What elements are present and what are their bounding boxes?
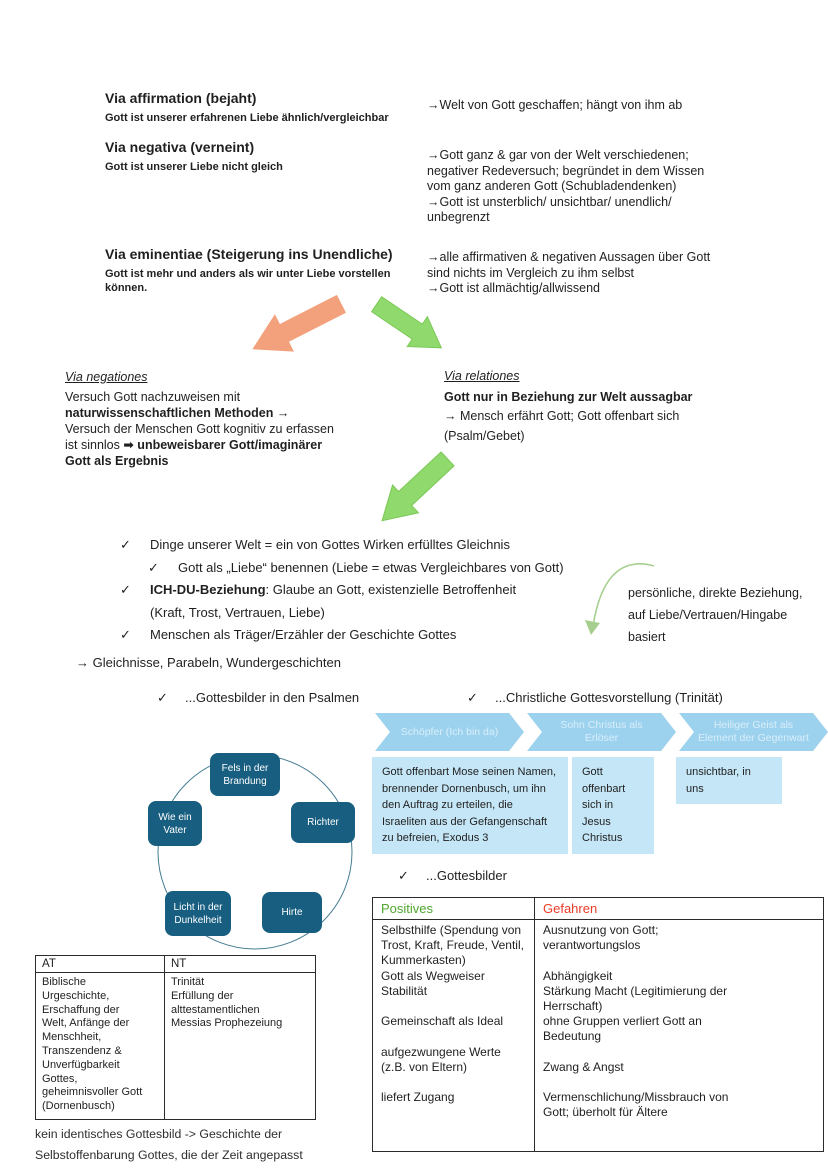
nt-cell: Trinität Erfüllung der alttestamentliche… — [164, 973, 315, 1119]
positives-cell: Selbsthilfe (Spendung von Trost, Kraft, … — [381, 923, 524, 1105]
psalmen-heading: ✓ ...Gottesbilder in den Psalmen — [157, 690, 359, 706]
via-affirmation-result: →Welt von Gott geschaffen; hängt von ihm… — [427, 98, 683, 112]
via-affirmation-block: Via affirmation (bejaht) Gott ist unsere… — [105, 90, 465, 125]
via-negativa-title: Via negativa (verneint) — [105, 139, 255, 155]
via-relationes-line3: (Psalm/Gebet) — [444, 428, 525, 443]
via-negationes-line4-bold: ➡ unbeweisbarer Gott/imaginärer — [123, 438, 323, 452]
circle-node-hirte: Hirte — [262, 892, 322, 933]
at-cell: Biblische Urgeschichte, Erschaffung der … — [42, 976, 143, 1113]
check-icon: ✓ — [120, 582, 131, 597]
list-item-text: Menschen als Träger/Erzähler der Geschic… — [150, 627, 457, 642]
via-negationes-line5: Gott als Ergebnis — [65, 454, 169, 468]
nt-header: NT — [164, 956, 315, 972]
check-icon: ✓ — [398, 868, 409, 883]
gleichnisse-line: → Gleichnisse, Parabeln, Wundergeschicht… — [76, 655, 341, 670]
positives-header: Positives — [381, 901, 434, 916]
via-eminentiae-subtitle: Gott ist mehr und anders als wir unter L… — [105, 268, 391, 294]
chevron-sohn-christus: Sohn Christus als Erlöser — [527, 713, 676, 751]
via-negativa-block: Via negativa (verneint) Gott ist unserer… — [105, 139, 465, 174]
list-item: ✓ Menschen als Träger/Erzähler der Gesch… — [120, 624, 665, 647]
circle-node-richter: Richter — [291, 802, 355, 843]
trinity-box-geist: unsichtbar, in uns — [676, 757, 782, 804]
at-nt-caption: kein identisches Gottesbild -> Geschicht… — [35, 1127, 303, 1162]
table-body-row: Selbsthilfe (Spendung von Trost, Kraft, … — [373, 920, 823, 1151]
gottesbilder-heading: ✓ ...Gottesbilder — [398, 868, 507, 884]
via-eminentiae-block: Via eminentiae (Steigerung ins Unendlich… — [105, 246, 475, 295]
trinity-box-schoepfer: Gott offenbart Mose seinen Namen, brenne… — [372, 757, 568, 854]
circle-node-fels: Fels in der Brandung — [210, 753, 280, 796]
check-icon: ✓ — [120, 627, 131, 642]
gefahren-header: Gefahren — [534, 898, 823, 919]
curved-arrow-icon — [585, 563, 655, 635]
gottesbilder-table: Positives Gefahren Selbsthilfe (Spendung… — [372, 897, 824, 1152]
via-negativa-subtitle: Gott ist unserer Liebe nicht gleich — [105, 161, 283, 173]
check-icon: ✓ — [120, 537, 131, 552]
via-negationes-block: Via negationes Versuch Gott nachzuweisen… — [65, 369, 405, 469]
list-item-text: Gott als „Liebe“ benennen (Liebe = etwas… — [178, 559, 564, 575]
down-right-arrow-icon — [370, 296, 443, 349]
list-item: ✓ ICH-DU-Beziehung: Glaube an Gott, exis… — [120, 579, 665, 624]
check-icon: ✓ — [157, 690, 168, 705]
via-relationes-line2: → Mensch erfährt Gott; Gott offenbart si… — [444, 409, 680, 423]
down-left-arrow-icon — [381, 451, 455, 522]
via-eminentiae-result: →alle affirmativen & negativen Aussagen … — [427, 250, 711, 295]
table-header-row: AT NT — [36, 956, 315, 973]
chevron-heiliger-geist: Heiliger Geist als Element der Gegenwart — [679, 713, 828, 751]
via-affirmation-title: Via affirmation (bejaht) — [105, 90, 257, 106]
via-affirmation-subtitle: Gott ist unserer erfahrenen Liebe ähnlic… — [105, 112, 389, 124]
via-relationes-line1: Gott nur in Beziehung zur Welt aussagbar — [444, 389, 693, 404]
via-relationes-block: Via relationes Gott nur in Beziehung zur… — [444, 367, 774, 446]
circle-node-vater: Wie ein Vater — [148, 801, 202, 846]
chevron-schoepfer: Schöpfer (Ich bin da) — [375, 713, 524, 751]
via-negationes-line3: Versuch der Menschen Gott kognitiv zu er… — [65, 422, 334, 436]
psalmen-heading-label: ...Gottesbilder in den Psalmen — [185, 690, 360, 705]
circle-node-licht: Licht in der Dunkelheit — [165, 891, 231, 936]
via-relationes-title: Via relationes — [444, 369, 520, 383]
list-item-rest: : Glaube an Gott, existenzielle Betroffe… — [150, 582, 517, 620]
list-item: ✓ Gott als „Liebe“ benennen (Liebe = etw… — [148, 557, 665, 580]
via-negationes-line4: ist sinnlos ➡ unbeweisbarer Gott/imaginä… — [65, 437, 405, 453]
side-note: persönliche, direkte Beziehung, auf Lieb… — [628, 586, 803, 644]
via-negationes-line2: naturwissenschaftlichen Methoden → — [65, 406, 290, 420]
table-body-row: Biblische Urgeschichte, Erschaffung der … — [36, 973, 315, 1119]
via-negationes-line4-normal: ist sinnlos — [65, 438, 124, 452]
at-nt-table: AT NT Biblische Urgeschichte, Erschaffun… — [35, 955, 316, 1120]
list-item: ✓ Dinge unserer Welt = ein von Gottes Wi… — [120, 534, 665, 557]
table-header-row: Positives Gefahren — [373, 898, 823, 920]
via-negationes-title: Via negationes — [65, 370, 148, 384]
via-negationes-line1: Versuch Gott nachzuweisen mit — [65, 390, 241, 404]
trinity-chevron-banner: Schöpfer (Ich bin da) Sohn Christus als … — [375, 713, 828, 751]
list-item-text: Dinge unserer Welt = ein von Gottes Wirk… — [150, 537, 510, 552]
faith-checklist: ✓ Dinge unserer Welt = ein von Gottes Wi… — [120, 534, 665, 647]
gottesbilder-heading-label: ...Gottesbilder — [426, 868, 507, 883]
down-left-arrow-icon — [252, 294, 346, 352]
list-item-bold: ICH-DU-Beziehung — [150, 582, 266, 597]
via-negativa-result: →Gott ganz & gar von der Welt verschiede… — [427, 148, 705, 224]
via-eminentiae-title: Via eminentiae (Steigerung ins Unendlich… — [105, 246, 393, 262]
trinitaet-heading: ✓ ...Christliche Gottesvorstellung (Trin… — [467, 690, 723, 706]
trinitaet-heading-label: ...Christliche Gottesvorstellung (Trinit… — [495, 690, 723, 705]
check-icon: ✓ — [148, 559, 159, 575]
trinity-box-sohn: Gott offenbart sich in Jesus Christus — [572, 757, 654, 854]
list-item-text: ICH-DU-Beziehung: Glaube an Gott, existe… — [150, 579, 516, 624]
check-icon: ✓ — [467, 690, 478, 705]
at-header: AT — [42, 958, 56, 970]
gefahren-cell: Ausnutzung von Gott; verantwortungslos A… — [534, 920, 823, 1151]
